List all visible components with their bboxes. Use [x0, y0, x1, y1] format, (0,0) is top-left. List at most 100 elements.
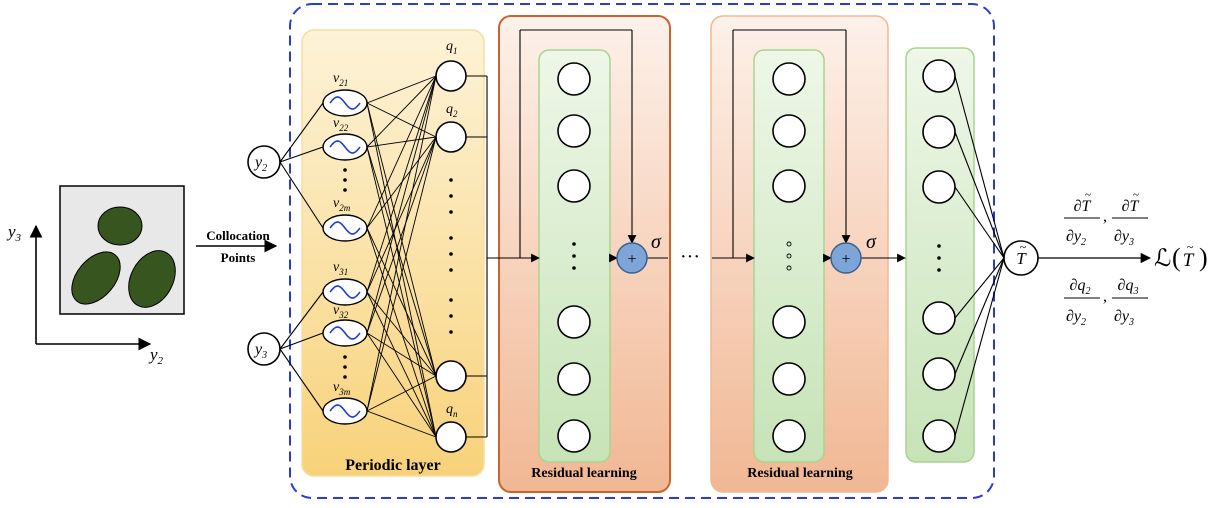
v-label: v3m — [333, 380, 351, 397]
neuron-node — [557, 362, 591, 396]
sine-node — [322, 278, 368, 306]
svg-text:): ) — [1199, 243, 1208, 272]
input-to-periodic-line — [279, 348, 324, 412]
sine-node — [322, 397, 368, 425]
ellipsis-dot — [449, 178, 453, 182]
periodic-to-q-line — [366, 75, 437, 293]
svg-text:y2: y2 — [253, 154, 267, 174]
periodic-to-q-line — [366, 136, 437, 148]
neuron-node — [922, 419, 956, 453]
periodic-to-q-line — [366, 136, 437, 293]
neuron-node — [922, 357, 956, 391]
sine-wave-icon — [329, 326, 361, 340]
q-node — [435, 421, 467, 453]
periodic-to-q-line — [366, 227, 437, 438]
horizontal-axis-label: y2 — [148, 345, 164, 367]
svg-text:∂y2: ∂y2 — [1066, 228, 1086, 248]
periodic-to-q-line — [366, 146, 437, 377]
sine-node — [322, 133, 368, 161]
neuron-node — [557, 419, 591, 453]
output-to-t-line — [954, 131, 1005, 259]
ellipsis-dot — [449, 314, 453, 318]
inclusion-ellipse-left — [71, 251, 121, 305]
ellipsis-dot — [343, 168, 347, 172]
derivative-dq3-dy3: ∂q3 ∂y3 — [1112, 277, 1148, 328]
periodic-to-q-line — [366, 375, 437, 412]
q-label: q2 — [446, 102, 458, 119]
residual-block-2-caption: Residual learning — [747, 466, 852, 481]
svg-text:∂y2: ∂y2 — [1066, 308, 1086, 328]
input-to-periodic-line — [279, 332, 324, 350]
periodic-to-q-line — [366, 75, 437, 412]
periodic-to-q-line — [366, 227, 437, 377]
svg-text:ℒ: ℒ — [1154, 246, 1171, 272]
v-label: v21 — [333, 71, 348, 88]
between-blocks-ellipsis: ··· — [680, 246, 700, 268]
neuron-node — [922, 115, 956, 149]
network-dashed-border — [289, 3, 995, 499]
ellipsis-dot — [343, 365, 347, 369]
svg-text:+: + — [627, 251, 636, 268]
ellipsis-dot — [343, 375, 347, 379]
neuron-node — [772, 114, 806, 148]
residual-block-1-plus-node: + — [616, 242, 648, 274]
input-to-periodic-line — [279, 102, 324, 163]
neuron-node — [772, 305, 806, 339]
residual-block-2-sigma: σ — [866, 231, 877, 253]
q-node — [435, 360, 467, 392]
sine-node — [322, 214, 368, 242]
neuron-node — [557, 62, 591, 96]
neuron-node — [772, 169, 806, 203]
periodic-ellipsis-dots — [343, 168, 347, 379]
svg-text:(: ( — [1172, 243, 1181, 272]
ellipsis-dot — [572, 266, 576, 270]
q-label: q1 — [446, 39, 458, 56]
output-to-t-line — [954, 75, 1005, 259]
svg-text:~: ~ — [1085, 189, 1091, 201]
periodic-to-q-line — [366, 332, 437, 377]
residual-block-1-nodes — [557, 62, 591, 453]
ellipsis-dot — [786, 265, 792, 271]
periodic-to-q-line — [366, 102, 437, 377]
ellipsis-dot — [449, 210, 453, 214]
q-node — [435, 60, 467, 92]
neuron-node — [922, 301, 956, 335]
periodic-sine-nodes — [322, 89, 368, 425]
sine-wave-icon — [329, 285, 361, 299]
ellipsis-dot — [937, 268, 941, 272]
ellipsis-dot — [343, 355, 347, 359]
ellipsis-dot — [449, 236, 453, 240]
inclusion-ellipse-top — [97, 206, 143, 246]
ellipsis-dot — [937, 244, 941, 248]
neuron-node — [922, 59, 956, 93]
ellipsis-dot — [786, 241, 792, 247]
periodic-to-q-line — [366, 291, 437, 377]
derivative-dT-dy3: ∂T ~ ∂y3 — [1112, 189, 1148, 248]
output-layer-nodes — [922, 59, 956, 453]
neuron-node — [922, 170, 956, 204]
output-to-t-line — [954, 186, 1005, 259]
output-to-t-line — [954, 257, 1005, 437]
periodic-layer-caption: Periodic layer — [345, 457, 441, 474]
ellipsis-dot — [937, 256, 941, 260]
inclusion-ellipse-right — [128, 250, 176, 308]
svg-text:∂y3: ∂y3 — [1114, 228, 1134, 248]
periodic-to-q-line — [366, 75, 437, 334]
output-to-t-line — [954, 257, 1005, 375]
vertical-axis-label: y3 — [6, 222, 22, 244]
v-label: v2m — [333, 196, 351, 213]
ellipsis-dot — [786, 253, 792, 259]
collocation-arrow: Collocation Points — [196, 228, 278, 265]
derivative-separator-1: , — [1103, 208, 1107, 225]
residual-block-2-green-column — [753, 49, 825, 463]
input-to-periodic-line — [279, 146, 324, 163]
neuron-node — [557, 114, 591, 148]
svg-text:~: ~ — [1020, 240, 1027, 254]
derivative-separator-2: , — [1103, 288, 1107, 305]
periodic-q-nodes — [435, 60, 467, 453]
periodic-to-q-line — [366, 75, 437, 104]
neuron-node — [557, 169, 591, 203]
ellipsis-dot — [449, 194, 453, 198]
